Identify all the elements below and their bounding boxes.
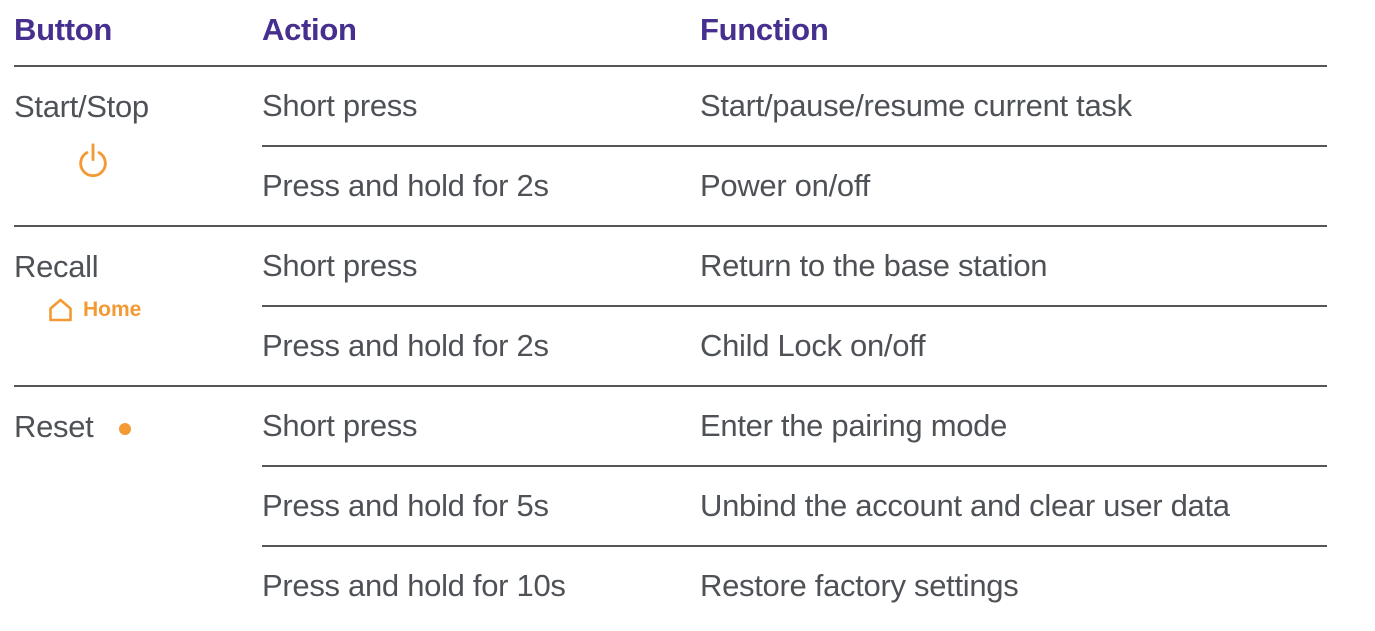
home-icon: [47, 297, 74, 323]
action-cell: Short press: [262, 248, 418, 283]
rows-recall: Short press Return to the base station P…: [262, 227, 1327, 385]
power-icon: [74, 141, 112, 179]
table-row: Press and hold for 5s Unbind the account…: [262, 465, 1327, 545]
header-action: Action: [262, 12, 357, 47]
table-row: Press and hold for 2s Child Lock on/off: [262, 305, 1327, 385]
function-cell: Power on/off: [700, 168, 870, 203]
function-cell: Return to the base station: [700, 248, 1048, 283]
home-icon-label: Home: [83, 298, 142, 321]
table-header-row: Button Action Function: [14, 0, 1327, 67]
action-cell: Press and hold for 10s: [262, 568, 566, 603]
button-cell-start-stop: Start/Stop: [14, 67, 262, 225]
table-row: Press and hold for 10s Restore factory s…: [262, 545, 1327, 625]
home-indicator: Home: [47, 297, 262, 323]
function-cell: Restore factory settings: [700, 568, 1019, 603]
button-cell-recall: Recall Home: [14, 227, 262, 385]
button-function-table: Button Action Function Start/Stop Short …: [14, 0, 1327, 625]
table-row: Short press Start/pause/resume current t…: [262, 67, 1327, 145]
action-cell: Short press: [262, 88, 418, 123]
action-cell: Press and hold for 2s: [262, 328, 549, 363]
button-label: Reset: [14, 409, 94, 444]
header-button: Button: [14, 12, 113, 47]
header-function: Function: [700, 12, 829, 47]
dot-icon: [119, 423, 132, 435]
function-cell: Enter the pairing mode: [700, 408, 1008, 443]
table-row: Short press Enter the pairing mode: [262, 387, 1327, 465]
action-cell: Press and hold for 2s: [262, 168, 549, 203]
table-row: Press and hold for 2s Power on/off: [262, 145, 1327, 225]
function-cell: Child Lock on/off: [700, 328, 926, 363]
button-cell-reset: Reset: [14, 387, 262, 625]
rows-start-stop: Short press Start/pause/resume current t…: [262, 67, 1327, 225]
action-cell: Press and hold for 5s: [262, 488, 549, 523]
button-label: Recall: [14, 249, 99, 284]
function-cell: Unbind the account and clear user data: [700, 488, 1230, 523]
rows-reset: Short press Enter the pairing mode Press…: [262, 387, 1327, 625]
action-cell: Short press: [262, 408, 418, 443]
group-recall: Recall Home Short press Return to the ba…: [14, 227, 1327, 387]
function-cell: Start/pause/resume current task: [700, 88, 1132, 123]
group-start-stop: Start/Stop Short press Start/pause/resum…: [14, 67, 1327, 227]
table-row: Short press Return to the base station: [262, 227, 1327, 305]
button-label: Start/Stop: [14, 89, 149, 124]
group-reset: Reset Short press Enter the pairing mode…: [14, 387, 1327, 625]
